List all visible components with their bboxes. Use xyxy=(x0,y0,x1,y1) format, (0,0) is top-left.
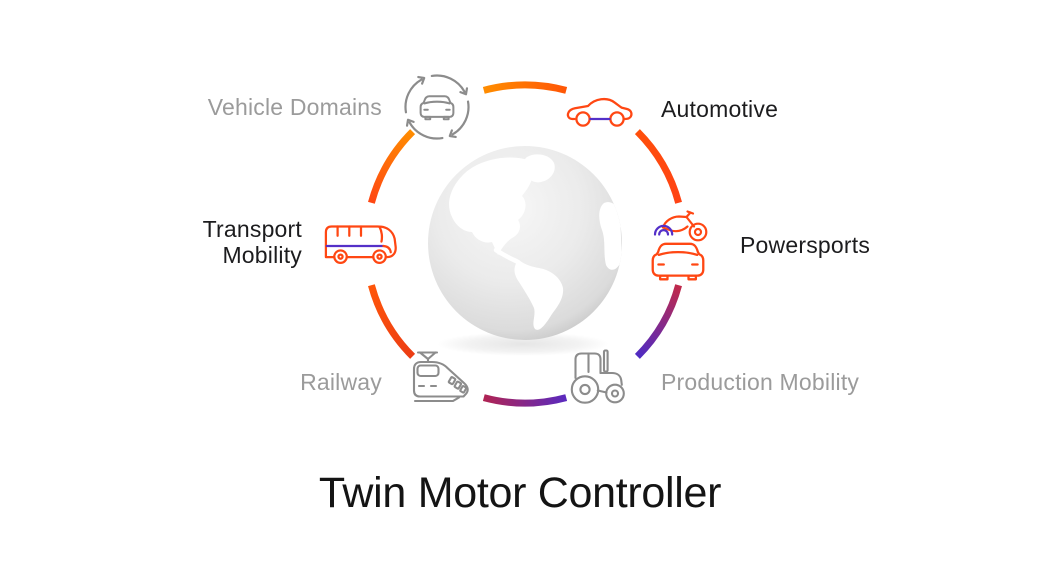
tractor-icon xyxy=(570,349,625,404)
globe-icon xyxy=(428,146,622,356)
ring-arc-upper-right xyxy=(634,129,682,204)
label-transport-mobility: Transport Mobility xyxy=(202,216,302,268)
train-icon xyxy=(412,351,469,403)
bus-icon xyxy=(324,225,397,265)
label-powersports: Powersports xyxy=(740,232,871,258)
page-title: Twin Motor Controller xyxy=(318,469,722,517)
ring-arc-lower-right xyxy=(634,284,682,359)
label-vehicle-domains: Vehicle Domains xyxy=(207,94,382,120)
label-automotive: Automotive xyxy=(661,96,779,122)
orbit-ring xyxy=(368,81,682,407)
ring-arc-bottom xyxy=(482,394,568,407)
ring-arc-upper-left xyxy=(368,129,416,204)
car-cycle-icon xyxy=(404,74,470,140)
ring-arc-lower-left xyxy=(368,284,416,359)
motorcycle-car-icon xyxy=(651,210,708,281)
car-side-icon xyxy=(566,97,633,127)
label-production-mobility: Production Mobility xyxy=(661,369,860,395)
ring-arc-top xyxy=(482,81,568,94)
label-railway: Railway xyxy=(300,369,382,395)
